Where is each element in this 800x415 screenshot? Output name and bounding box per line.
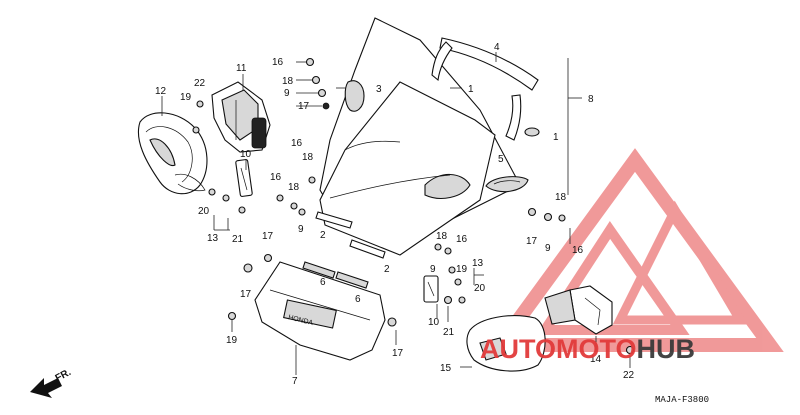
callout-18b: 18 bbox=[302, 152, 314, 163]
callout-6a: 6 bbox=[320, 277, 326, 288]
callout-15: 15 bbox=[440, 363, 452, 374]
watermark-part2: HUB bbox=[637, 334, 696, 364]
moldings bbox=[302, 211, 386, 289]
callout-16a: 16 bbox=[272, 57, 284, 68]
clip-part-3 bbox=[344, 80, 365, 112]
callout-5: 5 bbox=[498, 154, 504, 165]
callout-9b: 9 bbox=[298, 224, 304, 235]
cover-15 bbox=[466, 315, 546, 372]
callout-10b: 10 bbox=[428, 317, 440, 328]
callout-19c: 19 bbox=[456, 264, 468, 275]
mirror-right bbox=[544, 285, 613, 335]
turn-signal-assembly bbox=[211, 81, 271, 153]
callout-13a: 13 bbox=[207, 233, 219, 244]
bracket-right bbox=[423, 275, 439, 303]
front-direction-arrow: FR. bbox=[30, 367, 73, 398]
callout-4: 4 bbox=[494, 42, 500, 53]
callout-21a: 21 bbox=[232, 234, 244, 245]
callout-18e: 18 bbox=[436, 231, 448, 242]
svg-text:AUTOMOTOHUB: AUTOMOTOHUB bbox=[480, 334, 695, 364]
callout-22a: 22 bbox=[194, 78, 206, 89]
callout-17c: 17 bbox=[240, 289, 252, 300]
callout-8: 8 bbox=[588, 94, 594, 105]
mirror-assembly bbox=[137, 112, 208, 195]
callout-16d: 16 bbox=[572, 245, 584, 256]
callout-20a: 20 bbox=[198, 206, 210, 217]
callout-10a: 10 bbox=[240, 149, 252, 160]
watermark-text: AUTOMOTOHUB bbox=[480, 334, 695, 364]
front-direction-label: FR. bbox=[54, 367, 74, 384]
watermark-logo-mark bbox=[486, 148, 784, 352]
callout-numbers: 1 1 2 2 3 4 5 6 6 7 8 9 9 9 9 10 10 11 1… bbox=[155, 42, 635, 387]
callout-18a: 18 bbox=[282, 76, 294, 87]
callout-2a: 2 bbox=[320, 230, 326, 241]
callout-1a: 1 bbox=[468, 84, 474, 95]
callout-17a: 17 bbox=[298, 101, 310, 112]
callout-3: 3 bbox=[376, 84, 382, 95]
callout-12: 12 bbox=[155, 86, 167, 97]
leader-lines bbox=[161, 52, 631, 375]
callout-16c: 16 bbox=[270, 172, 282, 183]
callout-20b: 20 bbox=[474, 283, 486, 294]
callout-18d: 18 bbox=[555, 192, 567, 203]
callout-9a: 9 bbox=[284, 88, 290, 99]
callout-13b: 13 bbox=[472, 258, 484, 269]
callout-7: 7 bbox=[292, 376, 298, 387]
callout-22b: 22 bbox=[623, 370, 635, 381]
callout-17d: 17 bbox=[392, 348, 404, 359]
emblem-5 bbox=[485, 176, 529, 193]
callout-9c: 9 bbox=[545, 243, 551, 254]
callout-19a: 19 bbox=[180, 92, 192, 103]
callout-16b: 16 bbox=[291, 138, 303, 149]
front-cowl: HONDA bbox=[254, 261, 386, 361]
callout-18c: 18 bbox=[288, 182, 300, 193]
callout-6b: 6 bbox=[355, 294, 361, 305]
callout-17e: 17 bbox=[526, 236, 538, 247]
callout-16e: 16 bbox=[456, 234, 468, 245]
callout-2b: 2 bbox=[384, 264, 390, 275]
fasteners bbox=[192, 57, 635, 355]
windscreen bbox=[319, 17, 521, 256]
callout-9d: 9 bbox=[430, 264, 436, 275]
callout-14: 14 bbox=[590, 354, 602, 365]
diagram-code: MAJA-F3800 bbox=[655, 395, 709, 405]
callout-19b: 19 bbox=[226, 335, 238, 346]
callout-11: 11 bbox=[236, 63, 247, 74]
watermark-part1: AUTOMOTO bbox=[480, 334, 637, 364]
molding-4 bbox=[431, 37, 540, 141]
callout-1b: 1 bbox=[553, 132, 559, 143]
bracket-left bbox=[235, 159, 253, 197]
callout-17b: 17 bbox=[262, 231, 274, 242]
callout-21b: 21 bbox=[443, 327, 455, 338]
